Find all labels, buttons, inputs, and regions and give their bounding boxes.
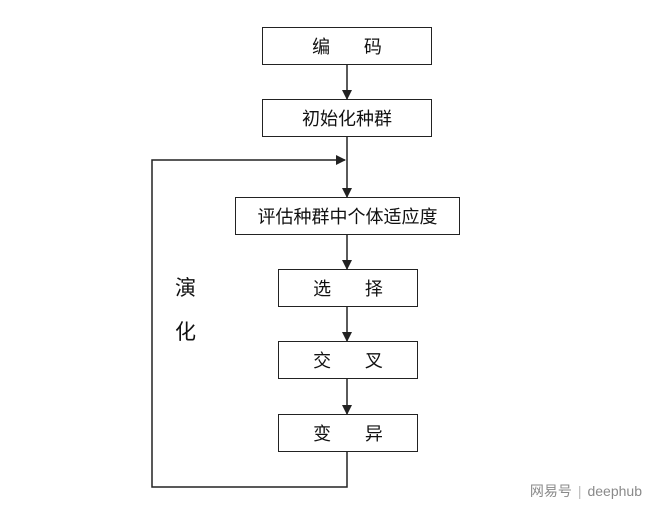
node-encode-label: 编 码: [312, 37, 396, 58]
node-init-label: 初始化种群: [302, 109, 392, 130]
node-select-label: 选 择: [313, 279, 397, 300]
loop-label-char2: 化: [175, 320, 196, 344]
feedback-loop-line: [151, 155, 348, 488]
node-encode: 编 码: [262, 27, 432, 65]
watermark-brand: 网易号: [529, 483, 572, 499]
node-init-population: 初始化种群: [262, 99, 432, 137]
watermark: 网易号 | deephub: [530, 481, 642, 501]
node-select: 选 择: [278, 269, 418, 307]
node-mutate: 变 异: [278, 414, 418, 452]
node-evaluate-fitness: 评估种群中个体适应度: [235, 197, 460, 235]
watermark-separator: |: [577, 483, 582, 499]
node-mutate-label: 变 异: [313, 424, 397, 445]
node-crossover: 交 叉: [278, 341, 418, 379]
node-evaluate-label: 评估种群中个体适应度: [257, 207, 438, 228]
node-crossover-label: 交 叉: [313, 351, 397, 372]
loop-label-char1: 演: [175, 276, 196, 300]
watermark-account: deephub: [587, 483, 642, 499]
